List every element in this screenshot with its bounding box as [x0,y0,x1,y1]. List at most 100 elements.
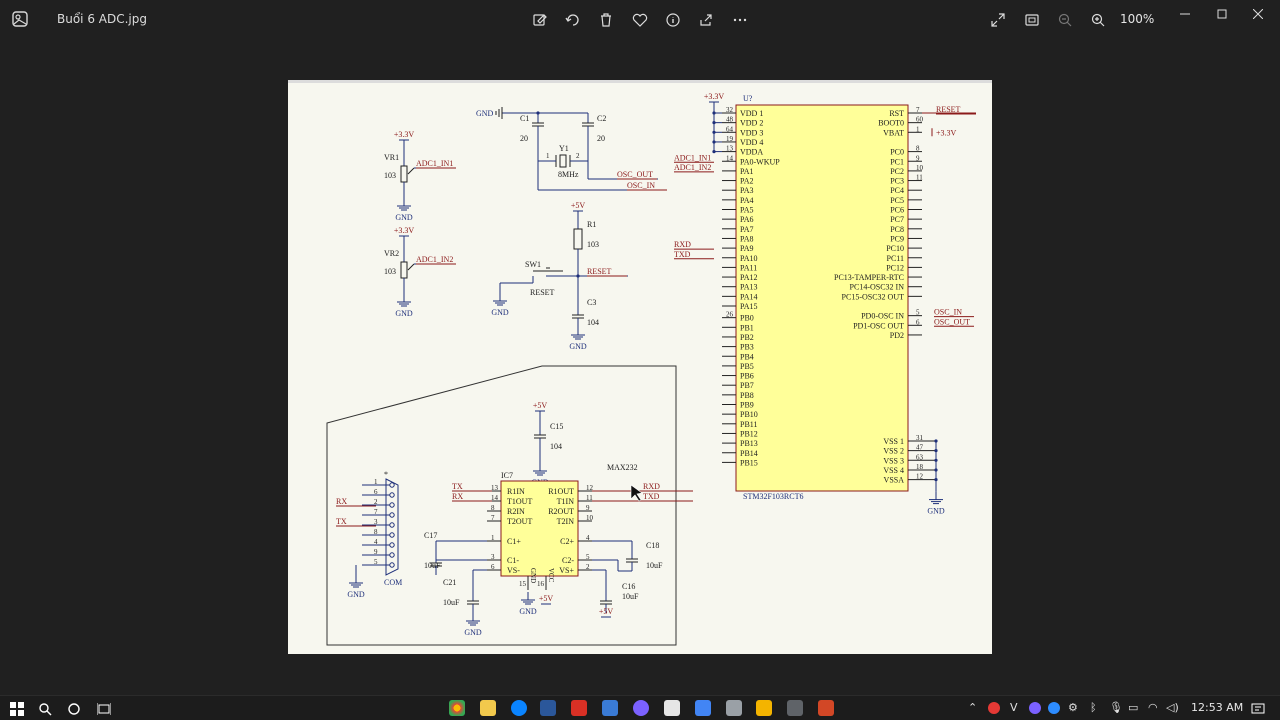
full-screen-button[interactable] [986,8,1010,32]
power-label: +5V [539,594,554,603]
powerpoint-app-icon[interactable] [818,700,834,716]
tray-expand-icon[interactable]: ⌃ [968,701,978,714]
mcu-reset-net: RESET [936,105,961,114]
gnd-label: GND [927,507,945,516]
zoom-out-button[interactable] [1053,8,1077,32]
cortana-button[interactable] [64,699,84,718]
maximize-button[interactable] [1207,4,1237,24]
microphone-icon[interactable]: 🎙 [1109,701,1123,714]
pin-number: 15 [519,580,527,588]
mcu-right-pin-name: PC12 [886,263,904,272]
messenger-app-icon[interactable] [633,700,649,716]
edit-image-icon [533,14,547,26]
bluetooth-icon[interactable]: ᛒ [1090,701,1097,714]
pot-adc-net: ADC1_IN1 [416,159,453,168]
mcu-left-pin-name: PB4 [740,352,754,361]
c18-ref: C18 [646,541,659,550]
share-button[interactable] [694,8,718,32]
notification-button[interactable] [1248,699,1268,718]
c1-ref: C1 [520,114,529,123]
mcu-right-pin-name: PC2 [890,167,904,176]
mcu-right-pin-name: PC7 [890,215,904,224]
delete-button[interactable] [594,8,618,32]
wifi-icon[interactable]: ◠ [1148,701,1158,714]
edit-image-button[interactable] [528,8,552,32]
zoom-in-button[interactable] [1086,8,1110,32]
notepad-app-icon[interactable] [787,700,803,716]
task-view-icon [97,702,111,715]
info-button[interactable] [661,8,685,32]
chrome-app-icon[interactable] [449,700,465,716]
vpn-tray-icon[interactable]: V [1010,701,1018,714]
mcu-left-pin-name: PA9 [740,244,754,253]
mcu-left-pin-name: PA15 [740,302,758,311]
capture-app-icon[interactable] [664,700,680,716]
volume-icon[interactable]: ◁) [1166,701,1179,714]
c21-ref: C21 [443,578,456,587]
calculator-app-icon[interactable] [726,700,742,716]
task-view-button[interactable] [94,699,114,718]
word-app-icon[interactable] [540,700,556,716]
close-button[interactable] [1243,4,1273,24]
rotate-button[interactable] [561,8,585,32]
db9-pin-number: 6 [374,488,378,496]
gnd-label: GND [395,213,413,222]
mcu-left-pin-name: VDD 4 [740,138,763,147]
mcu-pin-number: 26 [726,311,734,319]
zalo-tray-icon[interactable] [1048,702,1060,714]
mcu-pin-number: 6 [916,318,920,326]
potentiometer [400,261,408,279]
mcu-left-pin-name: PB11 [740,420,758,429]
db9-star: * [384,470,388,479]
zoom-out-icon [1058,13,1072,27]
ide-app-icon[interactable] [695,700,711,716]
mcu-pin-number: 8 [916,145,920,153]
fit-to-window-button[interactable] [1020,8,1044,32]
mcu-left-pin-name: PA4 [740,196,754,205]
zoom-level[interactable]: 100% [1120,12,1155,26]
mcu-right-pin-name: PC9 [890,234,904,243]
mcu-left-pin-name: VDD 2 [740,119,763,128]
mcu-right-pin-name: BOOT0 [878,119,904,128]
network-tray-icon[interactable]: ▭ [1128,701,1139,714]
mcu-pin-number: 31 [916,434,924,442]
photos-taskbar-icon[interactable] [602,700,618,716]
mcu-left-pin-name: PA1 [740,167,754,176]
start-button[interactable] [7,699,27,718]
db9-pin-number: 3 [374,518,378,526]
power-label: +3.3V [704,92,725,101]
mcu-pin-number: 14 [726,154,734,162]
favorite-button[interactable] [628,8,652,32]
notification-icon [1251,703,1265,713]
mcu-pin-number: 32 [726,106,734,114]
mcu-right-pin-name: RST [889,109,904,118]
mcu-left-pin-name: VDD 1 [740,109,763,118]
power-label: +3.3V [394,226,415,235]
record-tray-icon[interactable] [988,702,1000,714]
minimize-button[interactable] [1170,4,1200,24]
max232-right-pin: R1OUT [548,487,574,496]
mcu-left-pin-name: PA14 [740,292,758,301]
acrobat-app-icon[interactable] [571,700,587,716]
mcu-left-pin-name: PA8 [740,234,754,243]
edge-app-icon[interactable] [511,700,527,716]
title-bar: Buổi 6 ADC.jpg 100% [0,0,1280,40]
ic7-ref: IC7 [501,471,513,480]
mcu-right-pin-name: PC4 [890,186,904,195]
mcu-right-pin-name: PD1-OSC OUT [853,321,904,330]
pin-number: 11 [586,494,593,502]
search-button[interactable] [35,699,55,718]
mcu-pin-number: 47 [916,444,924,452]
gnd-label: GND [569,342,587,351]
settings-tray-icon[interactable]: ⚙ [1068,701,1078,714]
max232-left-pin: T1OUT [507,497,532,506]
taskbar-clock[interactable]: 12:53 AM [1191,701,1244,714]
windows-icon [10,701,24,716]
messenger-tray-icon[interactable] [1029,702,1041,714]
gnd-label: GND [347,590,365,599]
mcu-left-pin-name: PB3 [740,343,754,352]
altium-app-icon[interactable] [756,700,772,716]
more-button[interactable] [728,8,752,32]
file-explorer-app-icon[interactable] [480,700,496,716]
pin-number: 13 [491,484,499,492]
